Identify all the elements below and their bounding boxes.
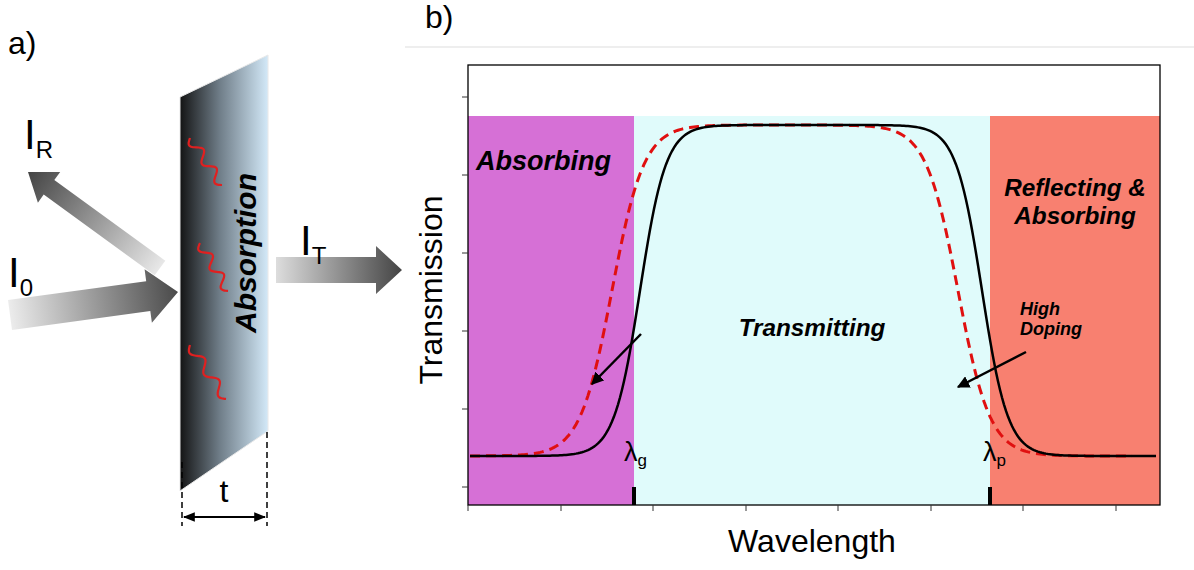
gap-marker <box>632 487 636 505</box>
photon-squiggle <box>189 345 226 399</box>
axis-tick <box>653 505 654 511</box>
thickness-label: t <box>220 474 229 509</box>
axis-tick <box>462 409 468 410</box>
axis-tick <box>561 505 562 511</box>
slab-body <box>180 55 268 491</box>
photon-squiggle <box>198 243 228 291</box>
wavelength-marker: λp <box>983 438 1006 471</box>
axis-tick <box>462 487 468 488</box>
axis-tick <box>462 331 468 332</box>
axis-title: Transmission <box>414 195 449 384</box>
dimension-guide <box>181 462 183 526</box>
reflecting-region: Reflecting & Absorbing <box>990 116 1160 505</box>
axis-tick <box>1023 505 1024 511</box>
absorbing-slab: Absorption <box>178 53 270 493</box>
axis-tick <box>746 505 747 511</box>
absorbing-region: Absorbing <box>468 116 634 505</box>
slab-label: Absorption <box>229 173 264 333</box>
wavelength-marker: λg <box>624 438 647 471</box>
axis-tick <box>462 253 468 254</box>
axis-tick <box>462 175 468 176</box>
region-label: Reflecting & Absorbing <box>990 174 1160 230</box>
axis-tick <box>838 505 839 511</box>
panel-label: b) <box>425 0 453 35</box>
beam-label: I0 <box>8 250 33 301</box>
transmitting-region: Transmitting <box>634 116 990 505</box>
beam-label: IR <box>24 112 53 163</box>
plot-frame <box>468 65 1160 505</box>
transmitted-beam <box>276 246 402 294</box>
axis-tick <box>1116 505 1117 511</box>
leader-arrow <box>958 352 1026 387</box>
panel-label: a) <box>8 26 36 61</box>
incident-beam <box>8 269 178 330</box>
axis-tick <box>462 97 468 98</box>
separator-line <box>405 47 1194 48</box>
region-label: Transmitting <box>634 314 990 342</box>
axis-tick <box>468 505 469 511</box>
leader-arrow <box>592 334 641 384</box>
region-label: Absorbing <box>476 146 611 177</box>
photon-squiggle <box>189 138 222 185</box>
dimension-line <box>184 516 265 518</box>
transmission-curve <box>470 125 1156 456</box>
axis-tick <box>931 505 932 511</box>
beam-label: IT <box>300 218 326 269</box>
dimension-guide <box>266 432 268 526</box>
doped-curve <box>470 125 1132 456</box>
axis-title: Wavelength <box>728 524 896 559</box>
annotation: High Doping <box>1020 300 1100 340</box>
plasma-marker <box>988 487 992 505</box>
reflected-beam <box>28 172 165 275</box>
